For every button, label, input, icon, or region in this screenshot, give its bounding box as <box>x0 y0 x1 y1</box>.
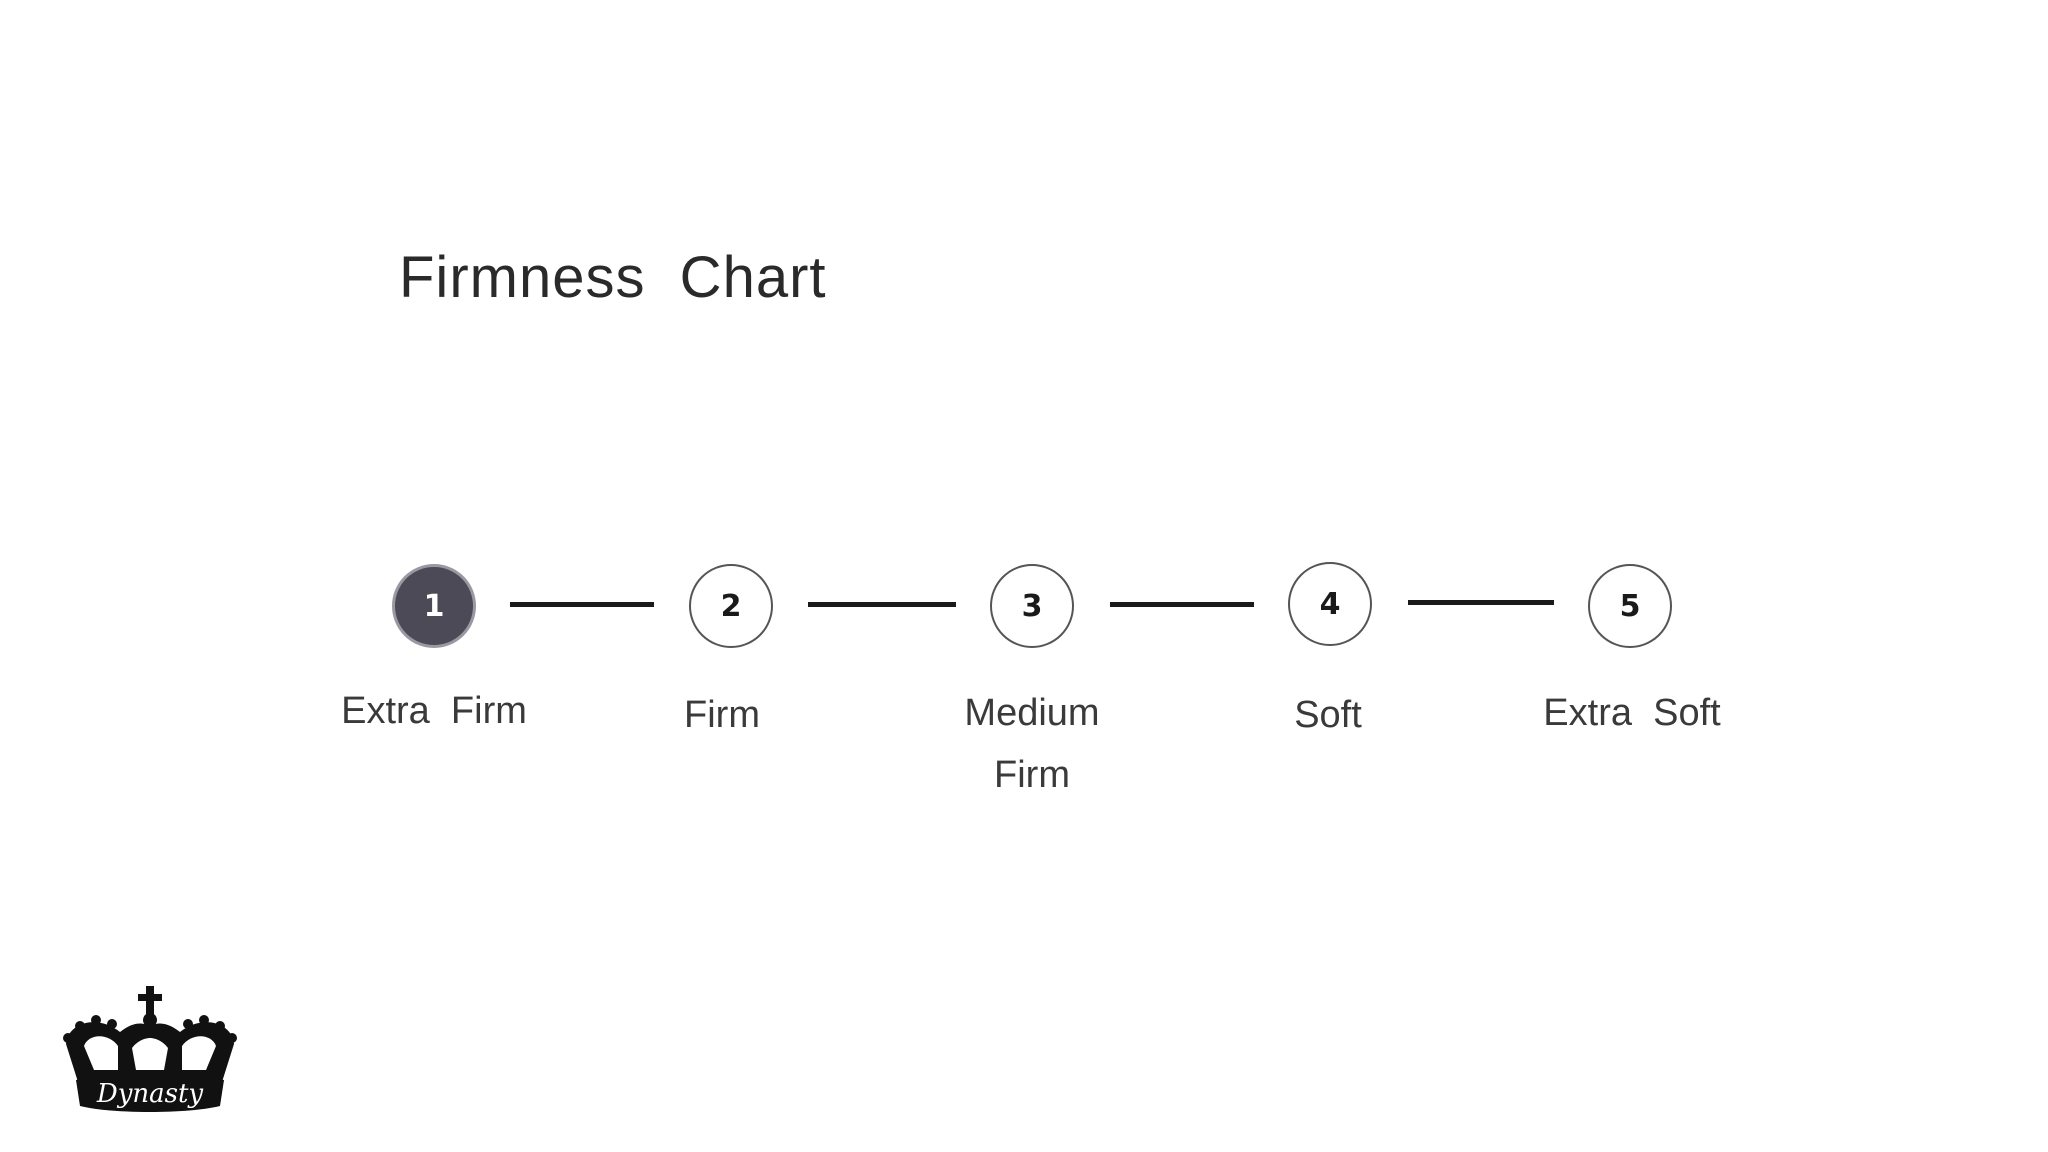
page-title: Firmness Chart <box>399 245 827 310</box>
step-5-label: Extra Soft <box>1543 692 1721 734</box>
step-4-circle[interactable]: 4 <box>1288 562 1372 646</box>
logo-text: Dynasty <box>96 1079 204 1109</box>
connector-line <box>1110 602 1254 607</box>
step-number: 5 <box>1619 588 1641 624</box>
step-1-label: Extra Firm <box>341 690 527 732</box>
step-number: 3 <box>1021 588 1043 624</box>
step-2-circle[interactable]: 2 <box>689 564 773 648</box>
crown-icon: Dynasty <box>63 986 237 1112</box>
connector-line <box>510 602 654 607</box>
step-number: 2 <box>720 588 742 624</box>
step-5-circle[interactable]: 5 <box>1588 564 1672 648</box>
step-number: 1 <box>423 588 445 624</box>
step-2-label: Firm <box>684 694 760 736</box>
step-1-circle[interactable]: 1 <box>392 564 476 648</box>
connector-line <box>808 602 956 607</box>
step-3-circle[interactable]: 3 <box>990 564 1074 648</box>
connector-line <box>1408 600 1554 605</box>
step-number: 4 <box>1319 586 1341 622</box>
step-3-label: Medium Firm <box>964 692 1100 796</box>
step-4-label: Soft <box>1294 694 1362 736</box>
